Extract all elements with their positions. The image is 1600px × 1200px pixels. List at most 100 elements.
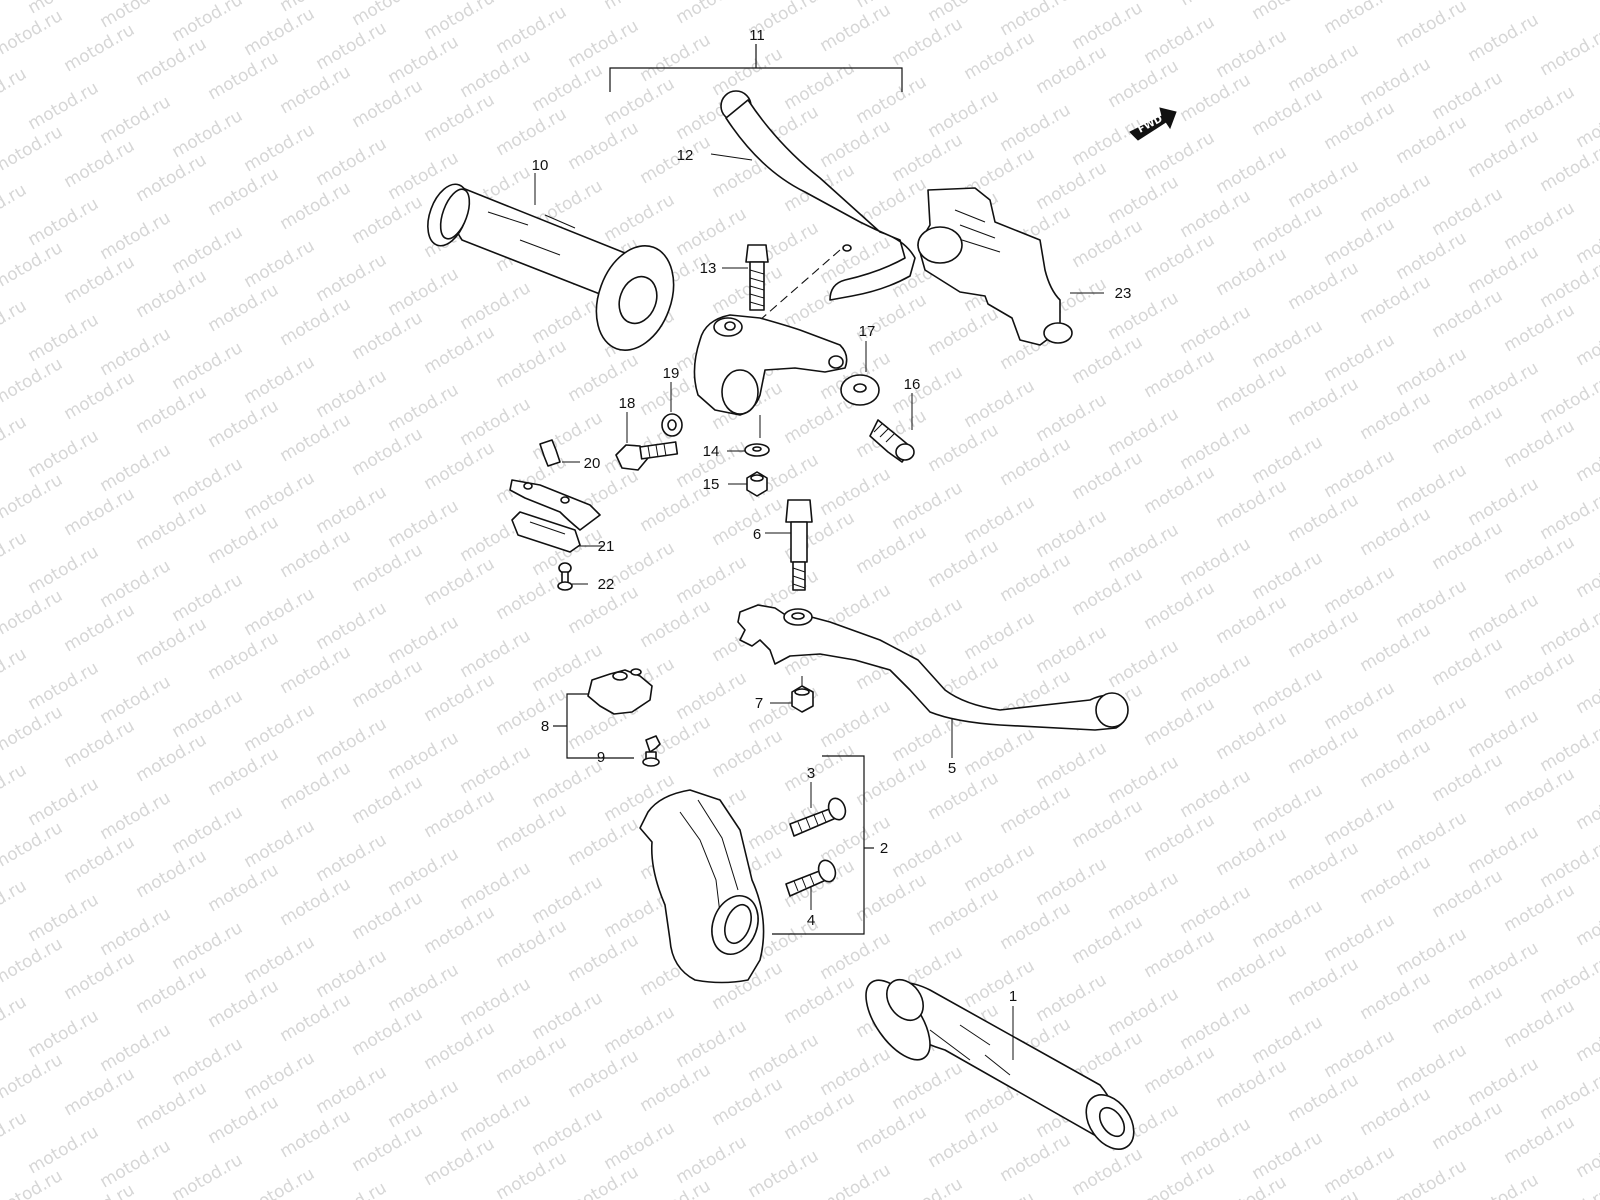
watermark-text: motod.ru [1321,562,1399,618]
watermark-text: motod.ru [997,100,1075,156]
watermark-text: motod.ru [0,760,30,816]
watermark-text: motod.ru [493,2,571,58]
watermark-text: motod.ru [529,756,607,812]
watermark-text: motod.ru [493,684,571,740]
watermark-text: motod.ru [133,614,211,670]
watermark-text: motod.ru [277,874,355,930]
watermark-text: motod.ru [1249,0,1327,24]
watermark-text: motod.ru [1213,26,1291,82]
callout-14: 14 [703,443,720,460]
watermark-text: motod.ru [1537,140,1600,196]
watermark-text: motod.ru [1105,868,1183,924]
watermark-text: motod.ru [277,990,355,1046]
watermark-text: motod.ru [277,758,355,814]
watermark-text: motod.ru [1069,796,1147,852]
watermark-text: motod.ru [25,78,103,134]
watermark-text: motod.ru [1357,170,1435,226]
watermark-text: motod.ru [25,658,103,714]
watermark-text: motod.ru [1321,1026,1399,1082]
watermark-text: motod.ru [169,686,247,742]
watermark-text: motod.ru [133,498,211,554]
bolt-18-part [615,412,679,471]
watermark-text: motod.ru [1465,358,1543,414]
callout-10: 10 [532,157,549,174]
watermark-text: motod.ru [817,0,895,56]
watermark-text: motod.ru [421,786,499,842]
watermark-text: motod.ru [1573,546,1600,602]
watermark-text: motod.ru [817,1160,895,1200]
watermark-text: motod.ru [0,64,30,120]
watermark-text: motod.ru [493,568,571,624]
callout-18: 18 [619,395,636,412]
watermark-text: motod.ru [1069,114,1147,170]
watermark-text: motod.ru [133,730,211,786]
watermark-text: motod.ru [1105,172,1183,228]
watermark-text: motod.ru [781,740,859,796]
watermark-text: motod.ru [493,1032,571,1088]
watermark-text: motod.ru [1321,678,1399,734]
watermark-text: motod.ru [457,46,535,102]
callout-17: 17 [859,323,876,340]
watermark-text: motod.ru [925,884,1003,940]
bolt-13-part [722,244,769,311]
watermark-text: motod.ru [1177,1114,1255,1170]
watermark-text: motod.ru [25,426,103,482]
callout-4: 4 [807,912,815,929]
watermark-text: motod.ru [97,556,175,612]
watermark-text: motod.ru [313,482,391,538]
watermark-text: motod.ru [565,814,643,870]
watermark-text: motod.ru [1285,374,1363,430]
watermark-text: motod.ru [889,1174,967,1200]
watermark-text: motod.ru [925,0,1003,26]
watermark-text: motod.ru [1537,24,1600,80]
lever-perch-part [693,314,848,438]
watermark-text: motod.ru [205,512,283,568]
watermark-text: motod.ru [0,992,30,1048]
watermark-text: motod.ru [817,464,895,520]
watermark-text: motod.ru [385,960,463,1016]
watermark-text: motod.ru [709,262,787,318]
watermark-text: motod.ru [0,412,30,468]
watermark-text: motod.ru [169,802,247,858]
watermark-text: motod.ru [925,86,1003,142]
watermark-text: motod.ru [1573,314,1600,370]
watermark-text: motod.ru [1321,0,1399,38]
watermark-text: motod.ru [961,1188,1039,1200]
watermark-text: motod.ru [1213,824,1291,880]
callout-9: 9 [597,749,605,766]
callout-8: 8 [541,718,549,735]
watermark-text: motod.ru [313,714,391,770]
watermark-text: motod.ru [565,930,643,986]
watermark-text: motod.ru [421,670,499,726]
watermark-text: motod.ru [889,130,967,186]
nut-7-part [770,676,814,713]
watermark-text: motod.ru [1213,940,1291,996]
watermark-text: motod.ru [889,478,967,534]
watermark-text: motod.ru [1357,736,1435,792]
clutch-lever-part [710,90,916,301]
watermark-text: motod.ru [1213,1172,1291,1200]
watermark-text: motod.ru [61,600,139,656]
watermark-text: motod.ru [1465,10,1543,66]
watermark-text: motod.ru [205,744,283,800]
watermark-text: motod.ru [637,1060,715,1116]
watermark-text: motod.ru [313,830,391,886]
watermark-text: motod.ru [421,90,499,146]
watermark-text: motod.ru [1501,300,1579,356]
callout-15: 15 [703,476,720,493]
watermark-text: motod.ru [1393,112,1471,168]
watermark-text: motod.ru [169,338,247,394]
watermark-text: motod.ru [493,800,571,856]
watermark-text: motod.ru [0,1108,30,1164]
watermark-text: motod.ru [745,1030,823,1086]
watermark-text: motod.ru [1429,402,1507,458]
watermark-text: motod.ru [1105,56,1183,112]
watermark-text: motod.ru [25,890,103,946]
watermark-text: motod.ru [565,16,643,72]
watermark-text: motod.ru [529,872,607,928]
watermark-text: motod.ru [1033,390,1111,446]
watermark-text: motod.ru [313,366,391,422]
watermark-text: motod.ru [1069,448,1147,504]
watermark-text: motod.ru [457,278,535,334]
callout-16: 16 [904,376,921,393]
